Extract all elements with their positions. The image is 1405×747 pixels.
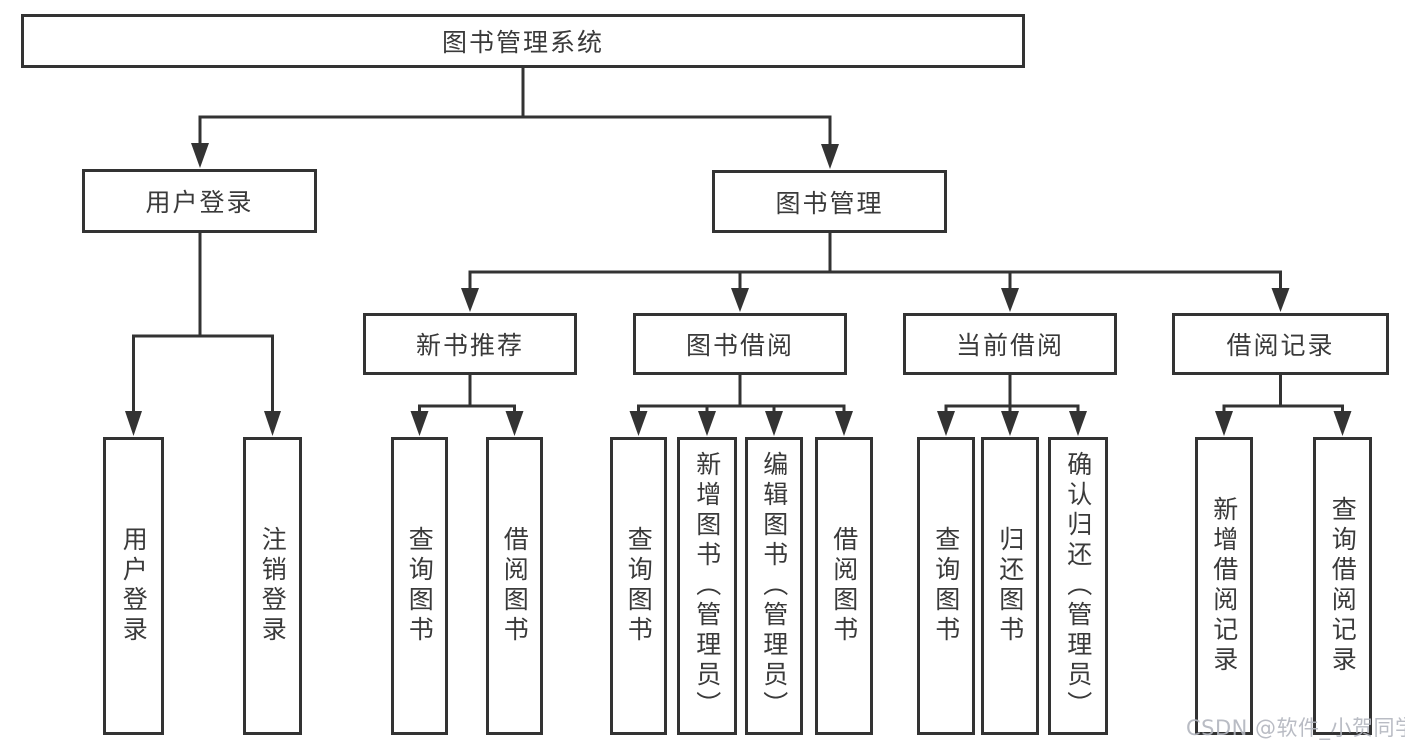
leaf-label: 用户登录 [119, 526, 149, 646]
leaf-label: 新增图书（管理员） [692, 451, 722, 721]
leaf-label: 编辑图书（管理员） [759, 451, 789, 721]
node-current-borrowing: 当前借阅 [903, 313, 1117, 375]
leaf-logout-login: 注销登录 [243, 437, 302, 735]
leaf-cb-query-books: 查询图书 [917, 437, 975, 735]
node-label: 当前借阅 [955, 331, 1064, 360]
leaf-label: 借阅图书 [829, 526, 859, 646]
leaf-label: 确认归还（管理员） [1063, 451, 1093, 721]
leaf-bb-edit-books-admin: 编辑图书（管理员） [745, 437, 803, 735]
connector-borrowing-records-to-leaves [1215, 373, 1352, 436]
arrowhead [461, 288, 479, 312]
leaf-bb-query-books: 查询图书 [610, 437, 667, 735]
arrowhead [264, 411, 281, 436]
connector-book-borrowing-to-leaves [629, 373, 853, 436]
arrowhead [1001, 288, 1019, 312]
node-label: 借阅记录 [1226, 331, 1335, 360]
connector-root-to-level2 [191, 67, 839, 169]
node-root: 图书管理系统 [21, 14, 1025, 68]
node-new-book-recommend: 新书推荐 [363, 313, 577, 375]
leaf-label: 查询图书 [624, 526, 654, 646]
leaf-label: 查询图书 [931, 526, 961, 646]
arrowhead [765, 411, 783, 436]
leaf-bb-borrow-books: 借阅图书 [815, 437, 873, 735]
node-label: 用户登录 [145, 188, 254, 217]
connector-user-login-to-leaves [125, 231, 281, 436]
node-label: 图书管理 [775, 188, 884, 218]
arrowhead [1069, 411, 1087, 436]
csdn-watermark: CSDN @软件_小贺同学 [1186, 716, 1405, 740]
leaf-user-login: 用户登录 [103, 437, 164, 735]
arrowhead [1215, 411, 1233, 436]
leaf-cb-return-books: 归还图书 [981, 437, 1039, 735]
leaf-label: 注销登录 [258, 526, 288, 646]
node-book-borrowing: 图书借阅 [633, 313, 847, 375]
leaf-nbr-borrow-books: 借阅图书 [486, 437, 543, 735]
node-root-label: 图书管理系统 [441, 28, 604, 57]
arrowhead [1271, 288, 1290, 312]
arrowhead [191, 143, 209, 168]
node-label: 图书借阅 [685, 331, 794, 360]
leaf-br-add-record: 新增借阅记录 [1195, 437, 1253, 735]
arrowhead [835, 411, 853, 436]
connector-new-book-recommend-to-leaves [410, 373, 524, 436]
arrowhead [629, 411, 648, 436]
leaf-label: 查询借阅记录 [1328, 496, 1358, 676]
leaf-br-query-record: 查询借阅记录 [1313, 437, 1372, 735]
node-user-login: 用户登录 [82, 169, 317, 233]
node-book-management: 图书管理 [712, 170, 947, 233]
leaf-label: 新增借阅记录 [1209, 496, 1239, 676]
arrowhead [1001, 411, 1019, 436]
arrowhead [1333, 411, 1352, 436]
arrowhead [410, 411, 429, 436]
connector-book-management-to-level3 [461, 231, 1290, 312]
arrowhead [731, 288, 749, 312]
connector-current-borrowing-to-leaves [937, 373, 1087, 436]
leaf-label: 查询图书 [405, 526, 435, 646]
arrowhead [698, 411, 716, 436]
leaf-cb-confirm-return-admin: 确认归还（管理员） [1048, 437, 1108, 735]
leaf-label: 归还图书 [995, 526, 1025, 646]
arrowhead [125, 411, 142, 436]
node-label: 新书推荐 [415, 331, 524, 360]
leaf-nbr-query-books: 查询图书 [391, 437, 448, 735]
node-borrowing-records: 借阅记录 [1172, 313, 1389, 375]
leaf-label: 借阅图书 [500, 526, 530, 646]
arrowhead [821, 144, 839, 169]
leaf-bb-add-books-admin: 新增图书（管理员） [677, 437, 737, 735]
arrowhead [937, 411, 955, 436]
arrowhead [505, 411, 524, 436]
